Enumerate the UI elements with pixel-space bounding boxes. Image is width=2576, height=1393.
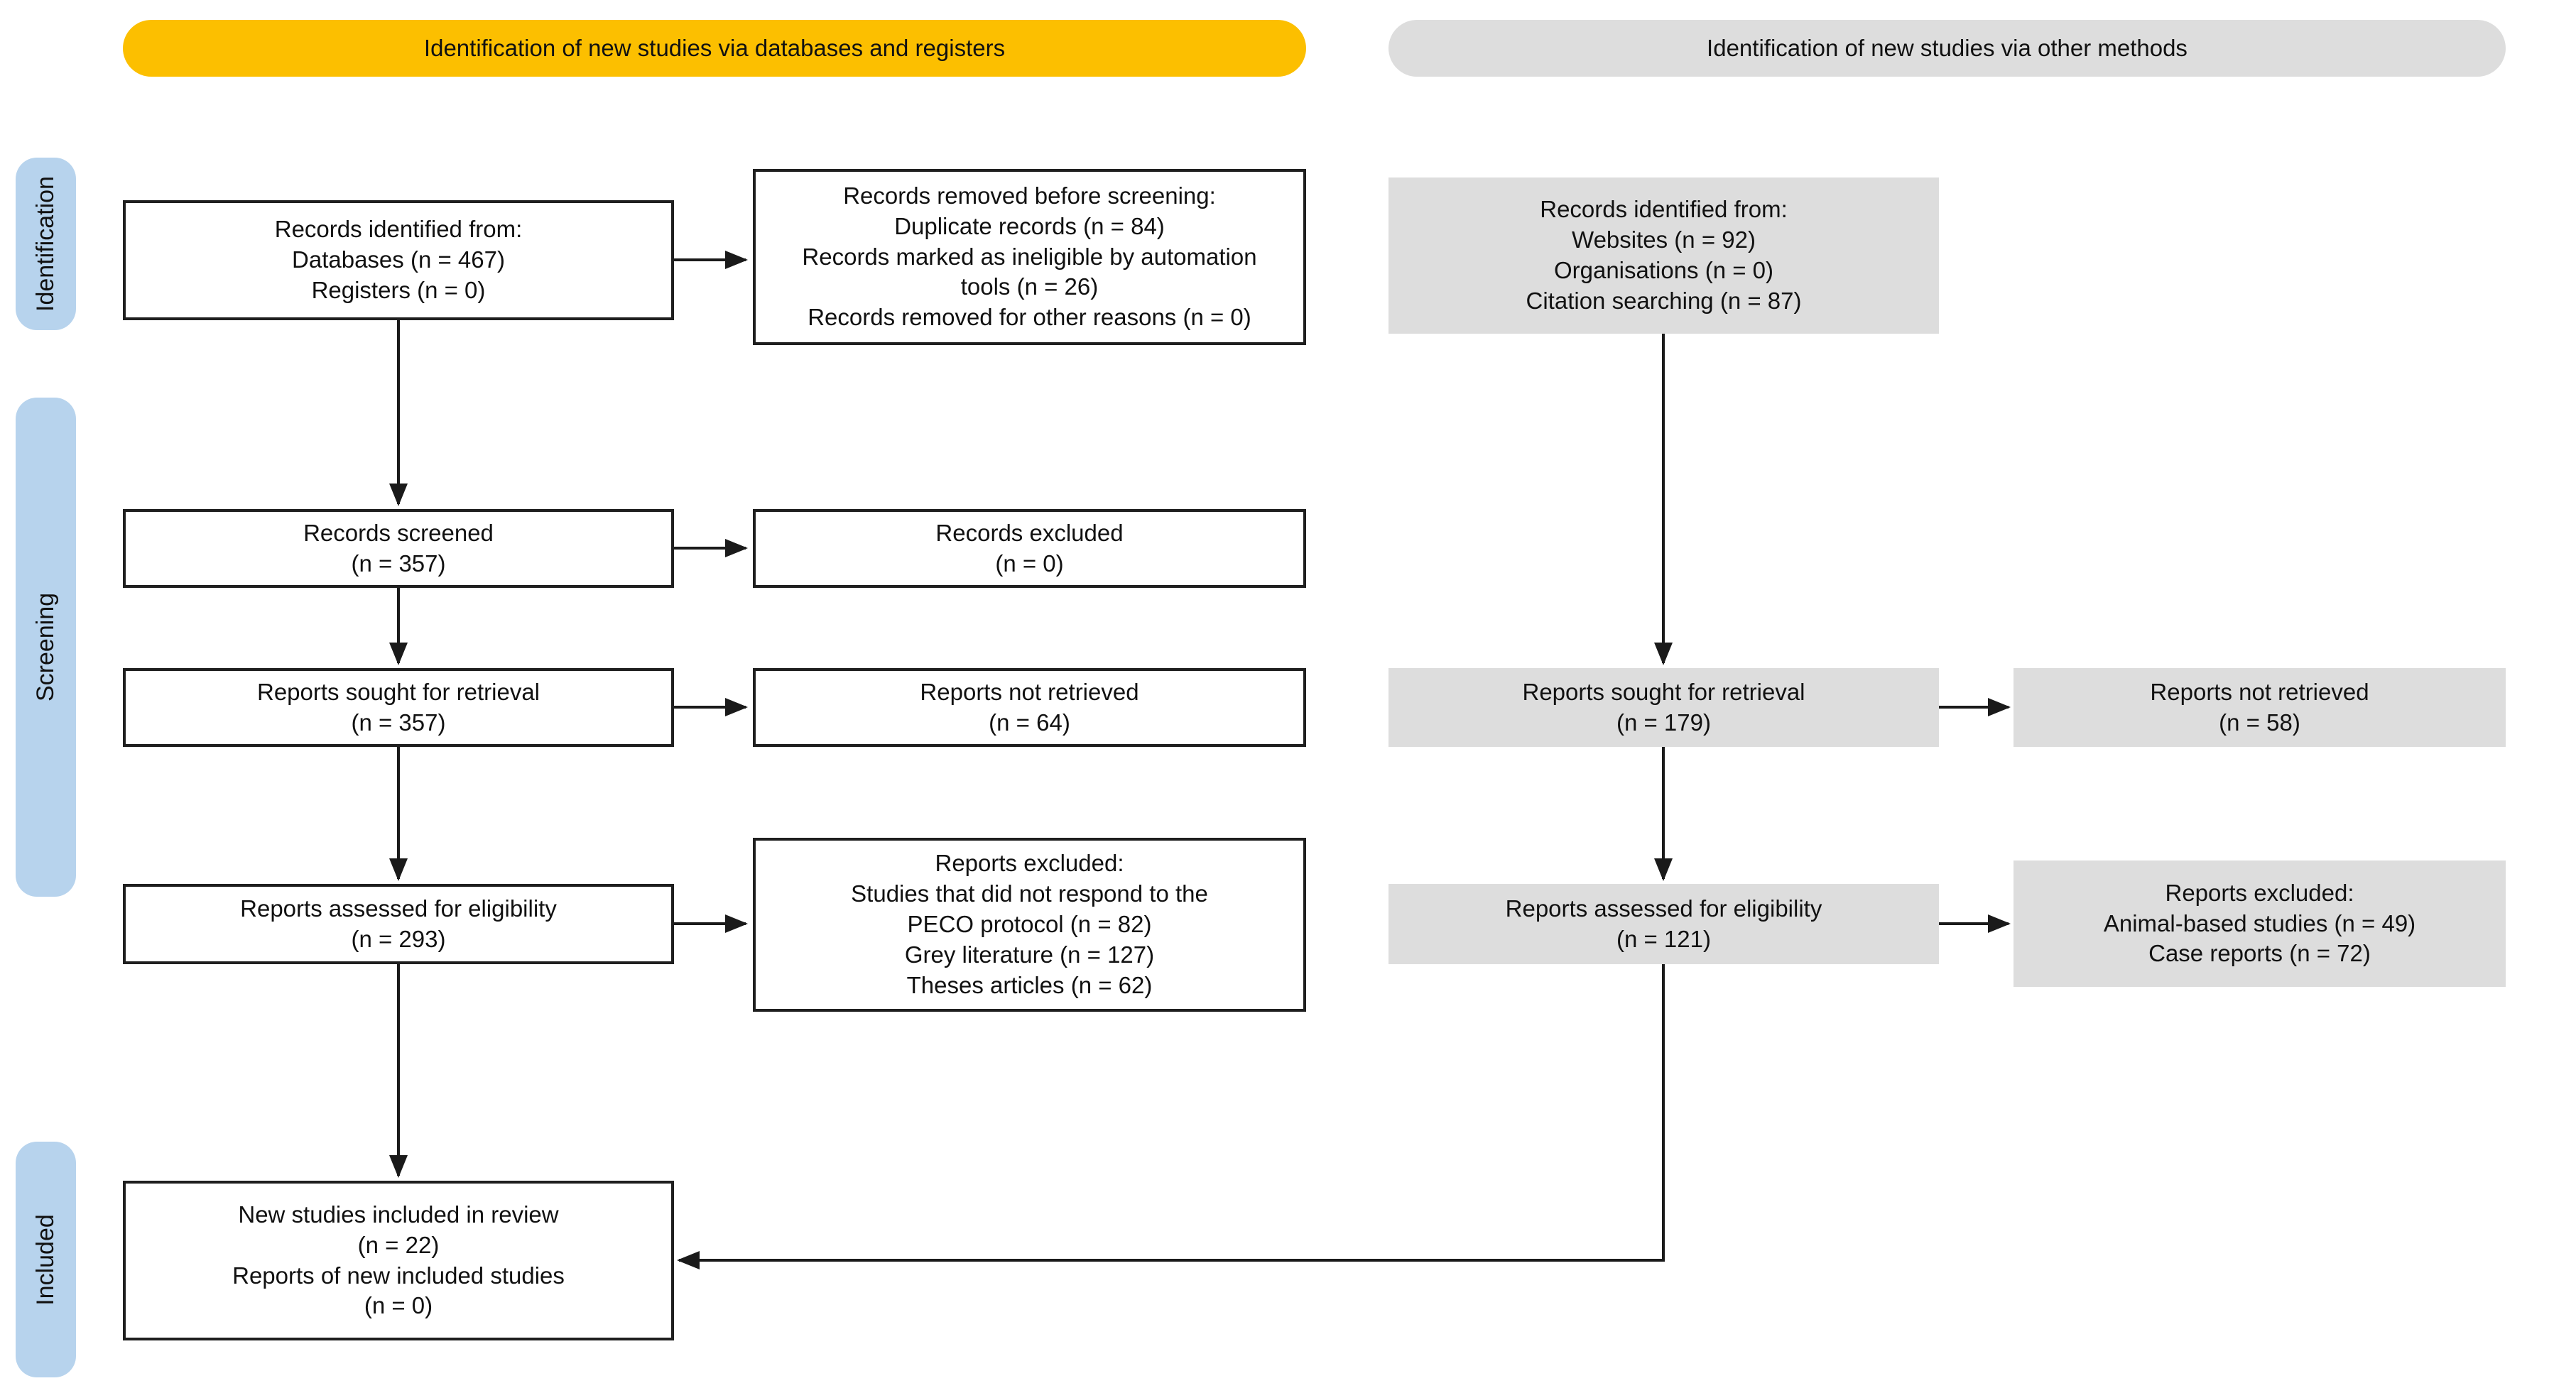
box-reports-excluded-databases: Reports excluded: Studies that did not r…	[753, 838, 1306, 1012]
box-records-removed-before-screening: Records removed before screening: Duplic…	[753, 169, 1306, 345]
box-reports-not-retrieved-databases: Reports not retrieved (n = 64)	[753, 668, 1306, 747]
banner-databases-registers: Identification of new studies via databa…	[123, 20, 1306, 77]
box-reports-assessed-databases: Reports assessed for eligibility (n = 29…	[123, 884, 674, 964]
box-records-screened: Records screened (n = 357)	[123, 509, 674, 588]
stage-included-label: Included	[32, 1213, 60, 1306]
box-reports-not-retrieved-other: Reports not retrieved (n = 58)	[2013, 668, 2506, 747]
box-reports-excluded-other: Reports excluded: Animal-based studies (…	[2013, 861, 2506, 987]
box-records-identified-other: Records identified from: Websites (n = 9…	[1388, 177, 1939, 334]
stage-screening-label: Screening	[32, 592, 60, 702]
banner-other-methods: Identification of new studies via other …	[1388, 20, 2506, 77]
stage-included: Included	[16, 1142, 76, 1377]
box-reports-assessed-other: Reports assessed for eligibility (n = 12…	[1388, 884, 1939, 964]
box-new-studies-included: New studies included in review (n = 22) …	[123, 1181, 674, 1340]
box-records-excluded: Records excluded (n = 0)	[753, 509, 1306, 588]
stage-identification: Identification	[16, 158, 76, 330]
box-records-identified-databases: Records identified from: Databases (n = …	[123, 200, 674, 320]
box-reports-sought-other: Reports sought for retrieval (n = 179)	[1388, 668, 1939, 747]
arrow-other-assessed-to-included	[677, 964, 1665, 1269]
box-reports-sought-databases: Reports sought for retrieval (n = 357)	[123, 668, 674, 747]
stage-screening: Screening	[16, 398, 76, 897]
stage-identification-label: Identification	[32, 176, 59, 312]
